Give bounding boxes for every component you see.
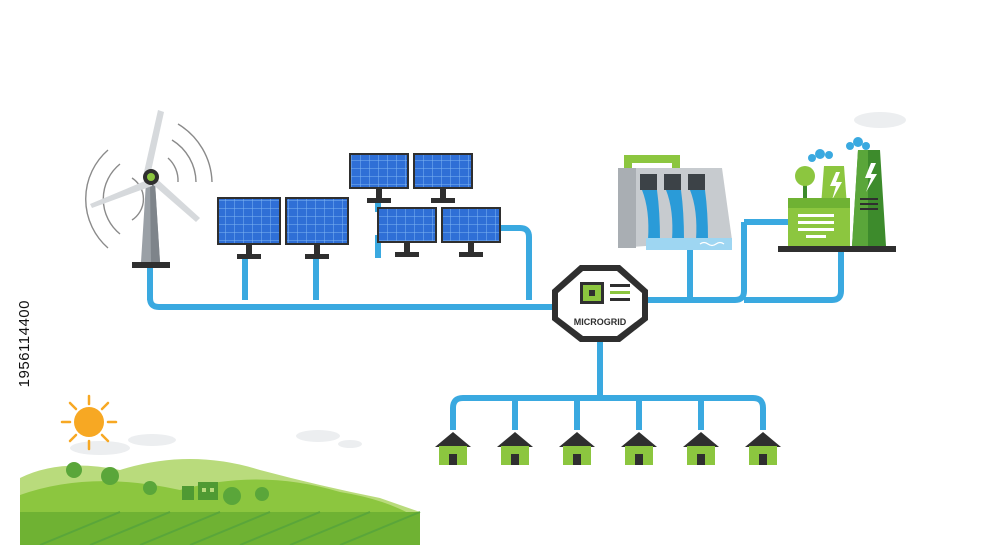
house-icon <box>497 432 533 465</box>
solar-panel-icon <box>285 197 349 259</box>
house-icon <box>745 432 781 465</box>
microgrid-controller-icon <box>552 265 648 342</box>
power-plant-icon <box>778 137 896 252</box>
solar-array <box>217 153 501 259</box>
house-icon <box>683 432 719 465</box>
energy-pipes <box>147 200 844 430</box>
solar-panel-icon <box>441 207 501 257</box>
hydro-dam-icon <box>618 155 732 250</box>
house-icon <box>621 432 657 465</box>
house-icon <box>559 432 595 465</box>
houses <box>435 432 781 465</box>
sun-icon <box>60 394 118 451</box>
solar-panel-icon <box>349 153 409 203</box>
microgrid-label: MICROGRID <box>574 317 627 327</box>
stock-id-text: 1956114400 <box>16 300 33 388</box>
countryside-landscape <box>20 112 906 545</box>
solar-panel-icon <box>217 197 281 259</box>
solar-panel-icon <box>413 153 473 203</box>
house-icon <box>435 432 471 465</box>
wind-turbine-icon <box>85 110 213 268</box>
solar-panel-icon <box>377 207 437 257</box>
